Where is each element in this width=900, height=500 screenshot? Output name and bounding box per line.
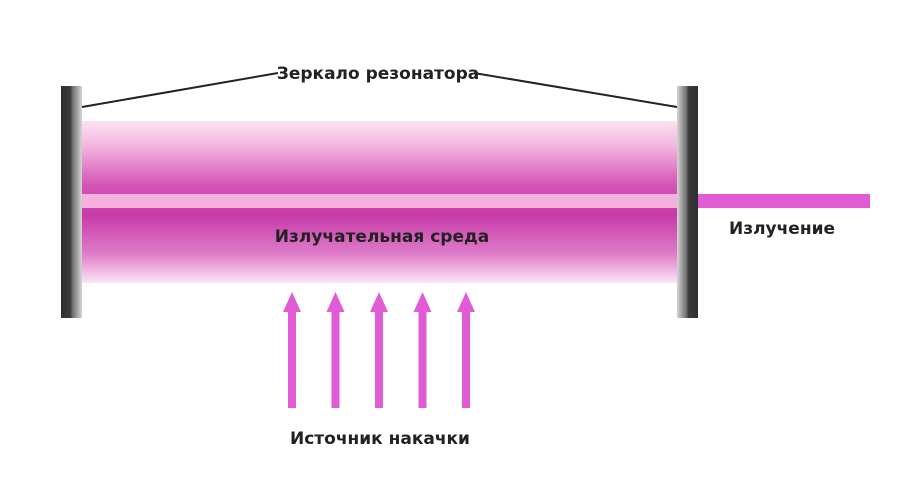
pump-arrow — [370, 292, 388, 408]
pump-arrow — [283, 292, 301, 408]
pump-arrow — [457, 292, 475, 408]
left-mirror — [61, 86, 82, 318]
pump-arrows — [283, 292, 475, 408]
internal-beam — [80, 194, 680, 208]
mirror-label: Зеркало резонатора — [277, 64, 479, 84]
mirror-leader-right — [473, 72, 678, 108]
medium-label: Излучательная среда — [275, 227, 489, 247]
mirror-leader-left — [81, 72, 279, 108]
output-label: Излучение — [729, 219, 835, 239]
right-mirror — [677, 86, 698, 318]
pump-label: Источник накачки — [290, 429, 470, 449]
output-beam — [694, 194, 870, 208]
pump-arrow — [413, 292, 432, 408]
pump-arrow — [326, 292, 345, 408]
